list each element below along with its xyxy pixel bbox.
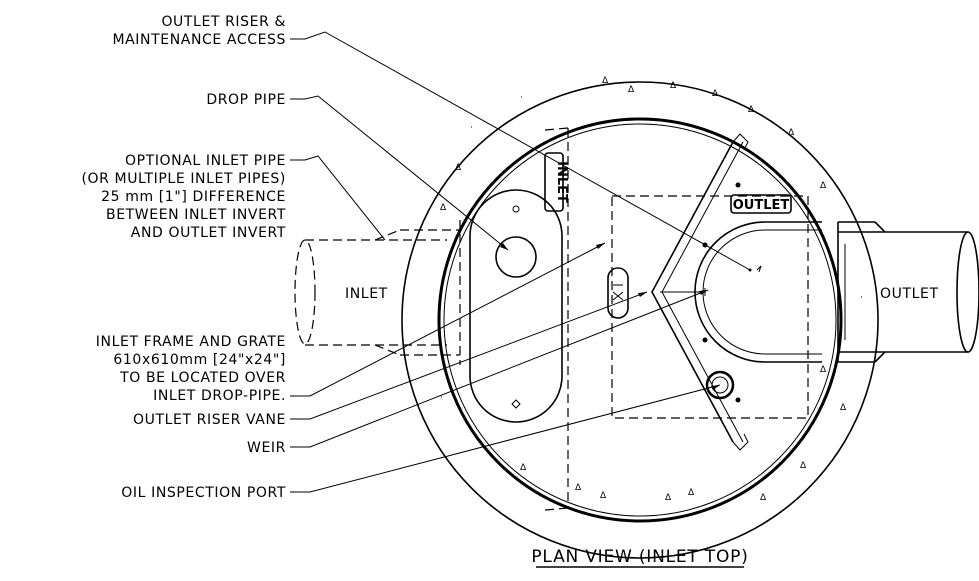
inlet-pipe: INLET [294, 220, 461, 365]
drop-pipe [495, 236, 537, 278]
outlet-pipe-label: OUTLET [880, 286, 939, 302]
svg-text:Δ: Δ [520, 463, 527, 473]
oil-inspection-port [705, 370, 735, 400]
svg-text:TO BE LOCATED OVER: TO BE LOCATED OVER [119, 370, 286, 386]
concrete-ring-outer [401, 81, 879, 559]
inlet-top-symbol [607, 267, 629, 319]
svg-text:Δ: Δ [788, 128, 795, 138]
svg-text:Δ: Δ [800, 461, 807, 471]
svg-text:OPTIONAL INLET PIPE: OPTIONAL INLET PIPE [125, 153, 286, 169]
callout-outlet-riser: OUTLET RISER & MAINTENANCE ACCESS [112, 14, 286, 48]
svg-text:Δ: Δ [820, 181, 827, 191]
svg-text:WEIR: WEIR [247, 440, 286, 456]
svg-text:Δ: Δ [670, 81, 677, 91]
svg-text:Δ: Δ [840, 403, 847, 413]
inlet-box-label: INLET [544, 152, 569, 212]
tank-wall-inner [443, 123, 837, 517]
leader-lines [290, 31, 752, 493]
svg-text:DROP PIPE: DROP PIPE [206, 92, 286, 108]
svg-text:OUTLET RISER VANE: OUTLET RISER VANE [133, 412, 286, 428]
frame-grate-outline [611, 195, 809, 419]
diagram-title: PLAN VIEW (INLET TOP) [531, 547, 748, 568]
riser-vane [660, 288, 706, 296]
svg-text:610x610mm [24"x24"]: 610x610mm [24"x24"] [113, 352, 286, 368]
svg-text:·: · [860, 293, 863, 303]
svg-text:Δ: Δ [602, 76, 609, 86]
callout-riser-vane: OUTLET RISER VANE [133, 412, 286, 428]
svg-text:AND OUTLET INVERT: AND OUTLET INVERT [131, 225, 286, 241]
svg-text:Δ: Δ [820, 365, 827, 375]
svg-text:(OR MULTIPLE INLET PIPES): (OR MULTIPLE INLET PIPES) [81, 171, 286, 187]
svg-text:OUTLET: OUTLET [733, 198, 790, 213]
svg-text:Δ: Δ [440, 203, 447, 213]
svg-text:INLET DROP-PIPE.: INLET DROP-PIPE. [153, 388, 286, 404]
svg-text:·: · [520, 93, 523, 103]
svg-text:25 mm [1"] DIFFERENCE: 25 mm [1"] DIFFERENCE [101, 189, 286, 205]
callout-optional-inlet: OPTIONAL INLET PIPE (OR MULTIPLE INLET P… [81, 153, 286, 241]
outlet-box-label: OUTLET [730, 194, 792, 214]
tank-wall-outer [437, 117, 843, 523]
svg-text:Δ: Δ [575, 483, 582, 493]
outlet-pipe: OUTLET [837, 221, 979, 363]
aggregate-marks: Δ Δ Δ Δ Δ Δ Δ Δ Δ · · Δ Δ Δ Δ Δ Δ Δ Δ Δ … [440, 76, 863, 503]
callout-weir: WEIR [247, 440, 286, 456]
svg-text:·: · [440, 393, 443, 403]
partition-wall [544, 127, 569, 511]
callout-frame-grate: INLET FRAME AND GRATE 610x610mm [24"x24"… [96, 334, 286, 404]
svg-text:BETWEEN INLET INVERT: BETWEEN INLET INVERT [106, 207, 286, 223]
svg-text:OIL INSPECTION PORT: OIL INSPECTION PORT [121, 485, 286, 501]
svg-text:·: · [470, 123, 473, 133]
svg-text:Δ: Δ [665, 493, 672, 503]
svg-text:Δ: Δ [688, 488, 695, 498]
inlet-pipe-label: INLET [345, 286, 388, 302]
callout-drop-pipe: DROP PIPE [206, 92, 286, 108]
svg-text:MAINTENANCE ACCESS: MAINTENANCE ACCESS [112, 32, 286, 48]
svg-text:PLAN VIEW (INLET TOP): PLAN VIEW (INLET TOP) [531, 547, 748, 567]
svg-text:Δ: Δ [628, 85, 635, 95]
outlet-riser [694, 221, 822, 363]
svg-text:Δ: Δ [748, 105, 755, 115]
svg-text:Δ: Δ [760, 493, 767, 503]
svg-text:Δ: Δ [455, 163, 462, 173]
svg-text:Δ: Δ [712, 89, 719, 99]
svg-text:INLET: INLET [554, 161, 569, 203]
inlet-oval-frame [469, 189, 563, 423]
svg-text:OUTLET RISER &: OUTLET RISER & [161, 14, 286, 30]
callout-oil-port: OIL INSPECTION PORT [121, 485, 286, 501]
svg-text:INLET FRAME AND GRATE: INLET FRAME AND GRATE [96, 334, 286, 350]
svg-text:Δ: Δ [600, 491, 607, 501]
